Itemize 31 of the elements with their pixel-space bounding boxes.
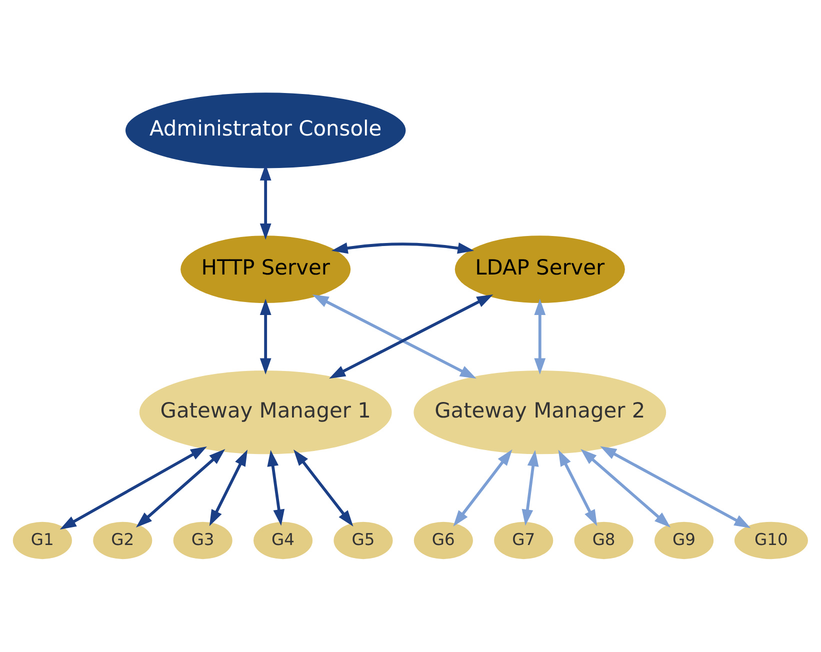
node-ellipse: Administrator Console — [125, 92, 406, 168]
node-ellipse: Gateway Manager 2 — [414, 370, 666, 454]
node-ellipse: Gateway Manager 1 — [139, 370, 392, 454]
node-ellipse: G3 — [173, 522, 232, 560]
arrow — [580, 449, 671, 528]
arrow — [312, 294, 476, 379]
node-ellipse: G7 — [494, 522, 554, 560]
node-ellipse: G10 — [734, 522, 808, 560]
node-ellipse: G5 — [334, 522, 393, 560]
node-ellipse: HTTP Server — [180, 236, 351, 304]
arrow — [267, 450, 285, 526]
node-ellipse: G1 — [12, 522, 72, 560]
arrow — [522, 450, 539, 526]
arrow — [331, 242, 474, 254]
arrow — [136, 448, 226, 528]
arrow — [558, 450, 598, 526]
arrow — [260, 298, 272, 375]
arrow — [600, 446, 751, 528]
arrow — [329, 294, 494, 379]
node-ellipse: G2 — [93, 522, 152, 560]
arrow — [453, 449, 512, 526]
node-ellipse: LDAP Server — [454, 236, 625, 304]
node-ellipse: G4 — [253, 522, 313, 560]
node-ellipse: G8 — [574, 522, 634, 560]
arrow — [534, 298, 546, 375]
node-ellipse: G6 — [414, 522, 473, 560]
arrow — [209, 450, 248, 526]
arrow — [260, 164, 272, 240]
arrow — [60, 446, 207, 530]
node-ellipse: G9 — [654, 522, 714, 560]
arrow — [294, 449, 354, 526]
